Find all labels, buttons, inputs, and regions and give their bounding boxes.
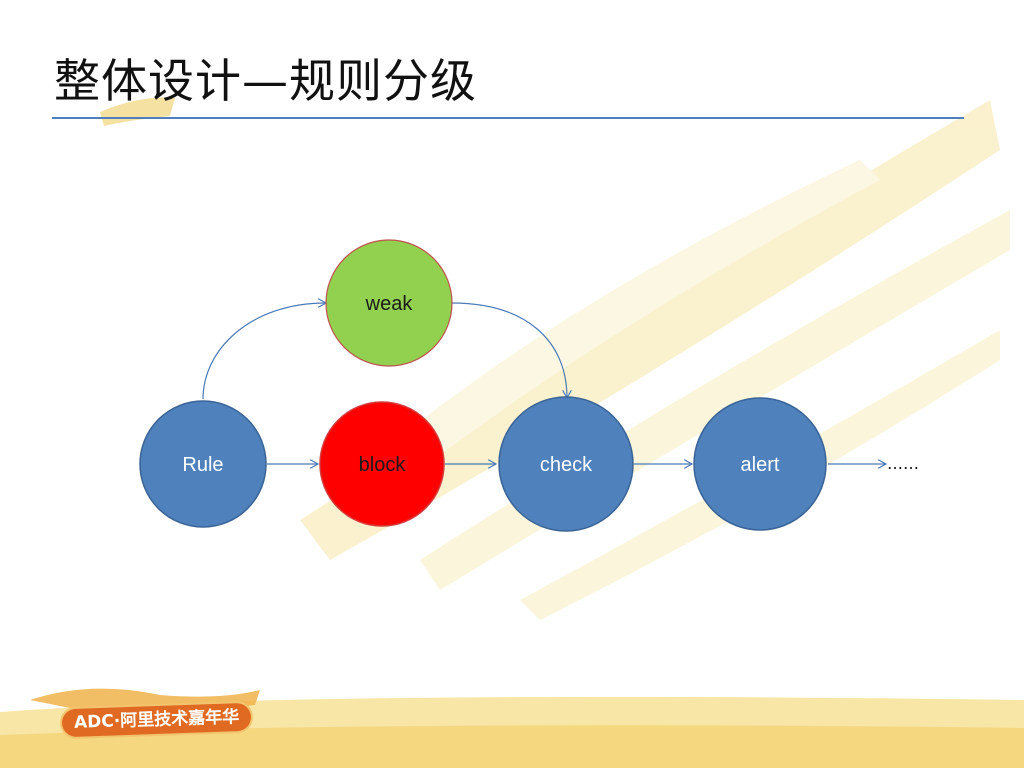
node-rule: Rule <box>139 400 267 528</box>
node-block: block <box>319 401 445 527</box>
node-check: check <box>498 396 634 532</box>
node-rule-label: Rule <box>182 454 223 476</box>
node-block-circle <box>319 401 445 527</box>
title-divider <box>52 117 964 119</box>
edge-weak-to-check <box>451 302 567 398</box>
continuation-ellipsis: …… <box>887 454 919 473</box>
node-check-label: check <box>540 454 593 476</box>
footer-brush-band <box>0 688 1024 768</box>
node-weak-circle <box>325 239 453 367</box>
node-block-label: block <box>359 454 407 476</box>
node-alert-circle <box>693 397 827 531</box>
node-check-circle <box>498 396 634 532</box>
node-weak: weak <box>325 239 453 367</box>
node-rule-circle <box>139 400 267 528</box>
node-alert-label: alert <box>741 454 780 476</box>
node-alert: alert <box>693 397 827 531</box>
edge-rule-to-weak <box>202 303 326 400</box>
slide-title: 整体设计—规则分级 <box>54 54 477 108</box>
edges <box>202 302 886 464</box>
node-weak-label: weak <box>365 293 414 315</box>
